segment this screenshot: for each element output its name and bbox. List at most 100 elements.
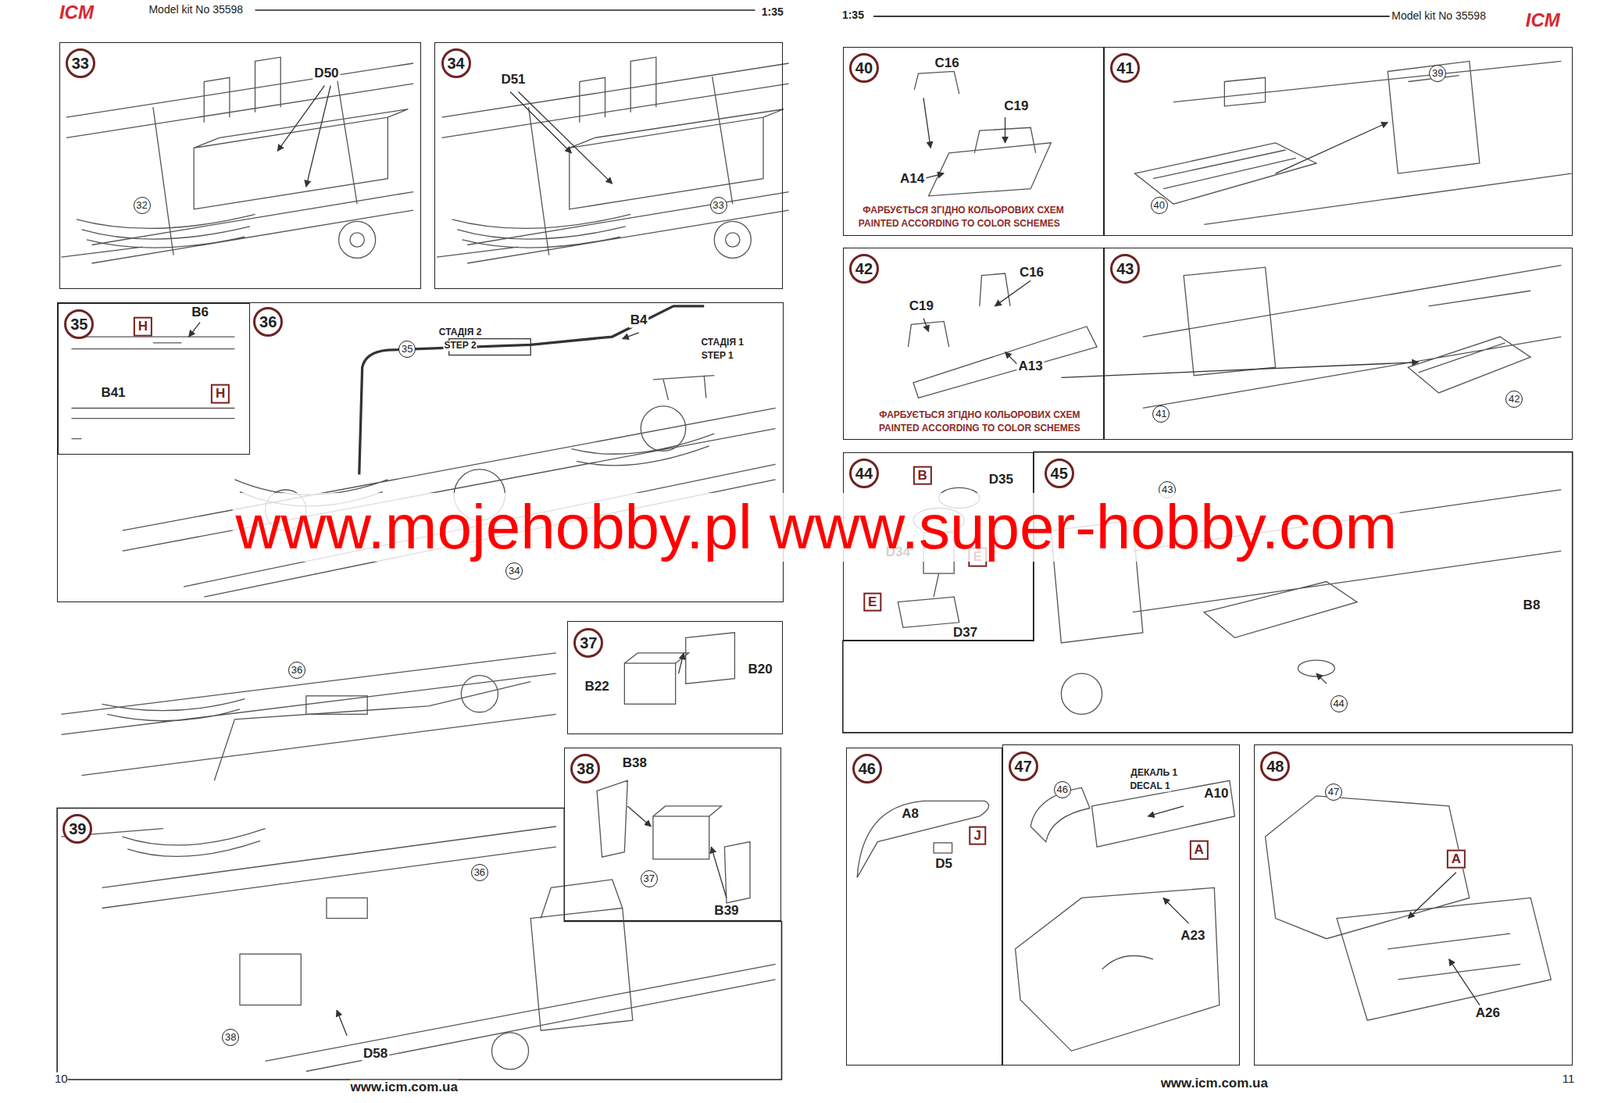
step-number: 45	[1044, 458, 1075, 489]
panel-outline	[57, 10, 1573, 1080]
leader-line	[1316, 673, 1327, 684]
line-art	[436, 57, 790, 264]
step-number: 41	[1110, 53, 1140, 83]
leader-line	[510, 92, 572, 154]
callout-number: 44	[1330, 695, 1348, 713]
leader-line	[923, 318, 929, 333]
step-number: 48	[1260, 751, 1290, 782]
line-art	[60, 57, 1572, 1072]
line-art	[933, 842, 953, 854]
leader-line	[923, 97, 931, 148]
leader-line	[994, 280, 1031, 307]
scale-text: 1:35	[839, 9, 867, 22]
leader-line	[189, 322, 200, 337]
step-number: 43	[1110, 253, 1140, 284]
step-panel: 43	[1103, 247, 1573, 440]
scale-text: 1:35	[759, 6, 786, 18]
paint-note: PAINTED ACCORDING TO COLOR SCHEMES	[878, 423, 1082, 434]
leader-line	[518, 92, 613, 185]
panel-outline	[57, 808, 782, 1080]
step-number: 47	[1008, 751, 1039, 782]
part-number: A8	[900, 807, 921, 822]
step-number: 46	[852, 753, 883, 784]
leader-line	[678, 653, 685, 674]
part-letter-box: A	[1189, 840, 1209, 861]
line-art	[60, 57, 414, 264]
footer-url: www.icm.com.ua	[1160, 1076, 1268, 1092]
callout-number: 36	[471, 864, 489, 882]
leader-line	[306, 85, 331, 187]
step-note: СТАДІЯ 2	[438, 327, 483, 338]
step-number: 37	[573, 628, 604, 658]
line-art	[1265, 796, 1552, 1021]
leader-line	[1060, 362, 1418, 379]
line-art	[857, 800, 989, 878]
part-letter-box: A	[1446, 849, 1466, 869]
callout-number: 39	[1428, 64, 1447, 83]
part-number: B4	[628, 313, 650, 329]
part-number: B8	[1521, 597, 1543, 613]
part-number: D37	[951, 625, 979, 640]
part-number: A14	[898, 171, 926, 186]
part-number: B22	[582, 679, 611, 695]
part-number: C19	[1002, 98, 1030, 114]
part-number: B41	[99, 385, 127, 401]
line-art	[239, 953, 301, 1005]
step-note: ДЕКАЛЬ 1	[1129, 767, 1179, 779]
step-note: STEP 1	[700, 350, 735, 361]
step-note: STEP 2	[442, 340, 477, 351]
line-art	[914, 71, 1051, 196]
step-panel: 33	[59, 42, 422, 290]
part-number: C16	[932, 56, 961, 72]
part-number: A23	[1178, 928, 1207, 943]
part-number: B20	[746, 661, 774, 677]
step-number: 44	[849, 458, 879, 489]
line-art	[60, 826, 775, 1072]
callout-number: 41	[1152, 405, 1170, 423]
line-art	[326, 897, 368, 918]
line-art	[1142, 265, 1562, 409]
step-note: DECAL 1	[1128, 781, 1171, 792]
part-number: A13	[1017, 359, 1045, 375]
step-number: 35	[64, 309, 94, 340]
callout-number: 38	[221, 1028, 240, 1047]
part-number: C16	[1017, 264, 1046, 280]
line-art	[624, 663, 675, 704]
line-art	[1015, 780, 1236, 1051]
step-panel: 39	[57, 807, 784, 1079]
step-number: 42	[849, 253, 879, 284]
part-letter-box: B	[913, 465, 933, 486]
leader-line	[622, 332, 640, 340]
part-number: D51	[499, 72, 527, 88]
line-art	[640, 406, 686, 451]
header-text: Model kit No 35598	[146, 3, 246, 16]
line-art	[624, 632, 735, 684]
part-letter-box: J	[969, 825, 986, 846]
part-number: B38	[621, 756, 649, 772]
page-number: 10	[54, 1071, 68, 1086]
step-number: 38	[570, 753, 600, 784]
step-panel: 46	[846, 747, 1003, 1065]
step-panel: 37	[567, 621, 783, 735]
part-number: C19	[907, 298, 936, 314]
callout-number: 42	[1505, 390, 1523, 408]
step-panel: 34	[434, 42, 783, 290]
line-art	[596, 780, 750, 904]
line-art	[907, 273, 1097, 398]
part-number: A10	[1202, 786, 1230, 802]
leader-line	[336, 1010, 347, 1036]
step-number: 34	[441, 48, 472, 79]
step-panel: 41	[1103, 46, 1573, 236]
leader-line	[1407, 872, 1456, 919]
paint-note: ФАРБУЄТЬСЯ ЗГІДНО КОЛЬОРОВИХ СХЕМ	[861, 206, 1065, 217]
line-art	[492, 1032, 529, 1070]
footer-url: www.icm.com.ua	[350, 1080, 458, 1096]
callout-number: 35	[398, 340, 416, 358]
step-number: 39	[62, 814, 93, 844]
leader-line	[1147, 806, 1184, 817]
callout-number: 37	[640, 870, 658, 888]
brand-logo: ICM	[57, 2, 96, 23]
leader-line	[1004, 117, 1006, 143]
line-art	[897, 573, 959, 628]
